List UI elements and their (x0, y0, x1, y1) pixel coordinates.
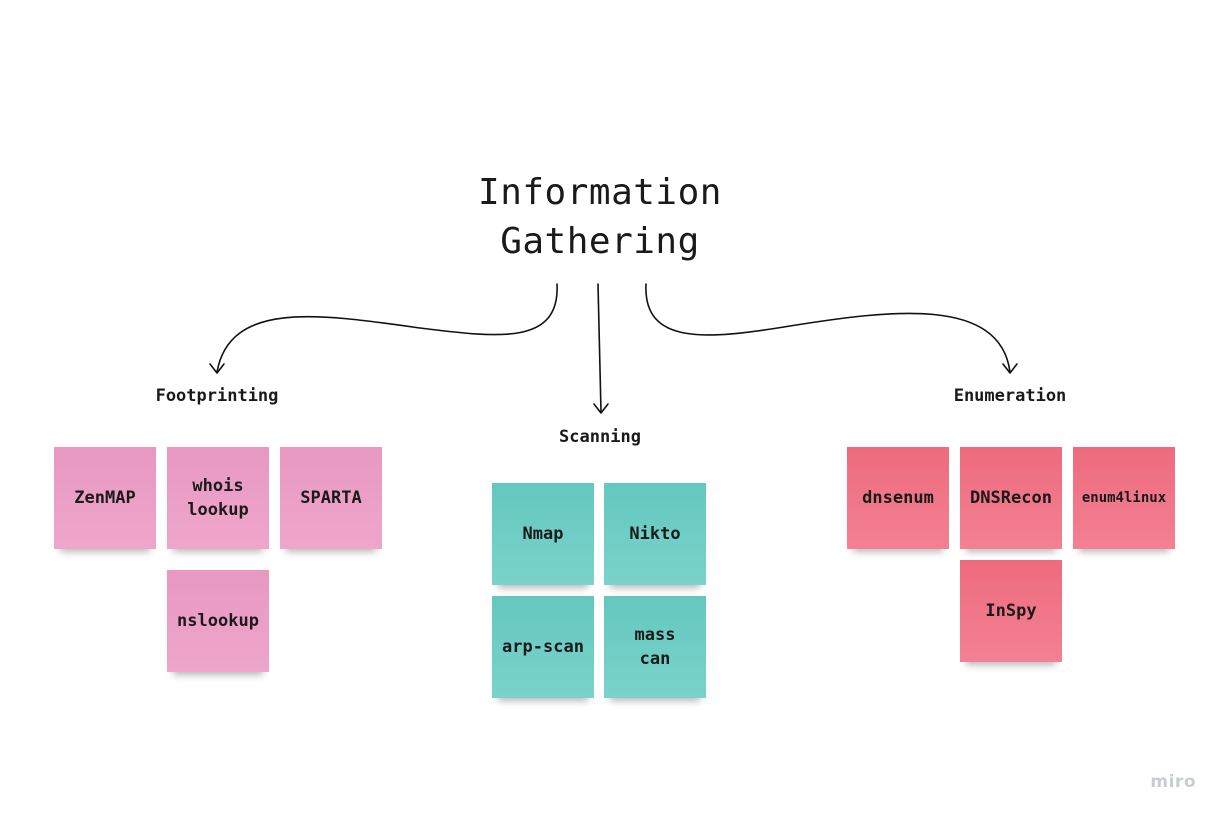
sticky-note-nslookup[interactable]: nslookup (167, 570, 269, 672)
sticky-note-nikto[interactable]: Nikto (604, 483, 706, 585)
sticky-note-masscan[interactable]: mass can (604, 596, 706, 698)
note-text: mass can (634, 625, 676, 669)
main-topic-title: Information Gathering (440, 168, 760, 266)
group-label-scanning: Scanning (559, 427, 641, 447)
sticky-note-inspy[interactable]: InSpy (960, 560, 1062, 662)
arrow-to-footprinting (216, 283, 558, 373)
sticky-note-zenmap[interactable]: ZenMAP (54, 447, 156, 549)
sticky-note-dnsrecon[interactable]: DNSRecon (960, 447, 1062, 549)
group-label-footprinting: Footprinting (155, 386, 279, 406)
note-text: nslookup (177, 611, 259, 631)
sticky-note-sparta[interactable]: SPARTA (280, 447, 382, 549)
title-line-2: Gathering (500, 221, 700, 262)
arrow-to-scanning (597, 283, 602, 413)
arrow-head-scanning (593, 403, 609, 414)
title-line-1: Information (478, 172, 722, 213)
note-text: DNSRecon (970, 488, 1052, 508)
sticky-note-arp-scan[interactable]: arp-scan (492, 596, 594, 698)
arrow-head-footprinting (209, 363, 225, 374)
note-text: dnsenum (862, 488, 934, 508)
sticky-note-nmap[interactable]: Nmap (492, 483, 594, 585)
note-text: enum4linux (1081, 490, 1167, 506)
group-label-enumeration: Enumeration (953, 386, 1067, 406)
note-text: SPARTA (300, 488, 362, 508)
arrow-to-enumeration (645, 283, 1011, 373)
note-text: InSpy (985, 601, 1037, 621)
note-text: ZenMAP (74, 488, 136, 508)
miro-watermark-logo: miro (1150, 772, 1196, 792)
arrow-head-enumeration (1002, 363, 1018, 374)
note-text: arp-scan (502, 637, 584, 657)
sticky-note-whois-lookup[interactable]: whois lookup (167, 447, 269, 549)
note-text: Nmap (522, 524, 564, 544)
sticky-note-dnsenum[interactable]: dnsenum (847, 447, 949, 549)
sticky-note-enum4linux[interactable]: enum4linux (1073, 447, 1175, 549)
note-text: Nikto (629, 524, 681, 544)
note-text: whois lookup (187, 476, 249, 520)
